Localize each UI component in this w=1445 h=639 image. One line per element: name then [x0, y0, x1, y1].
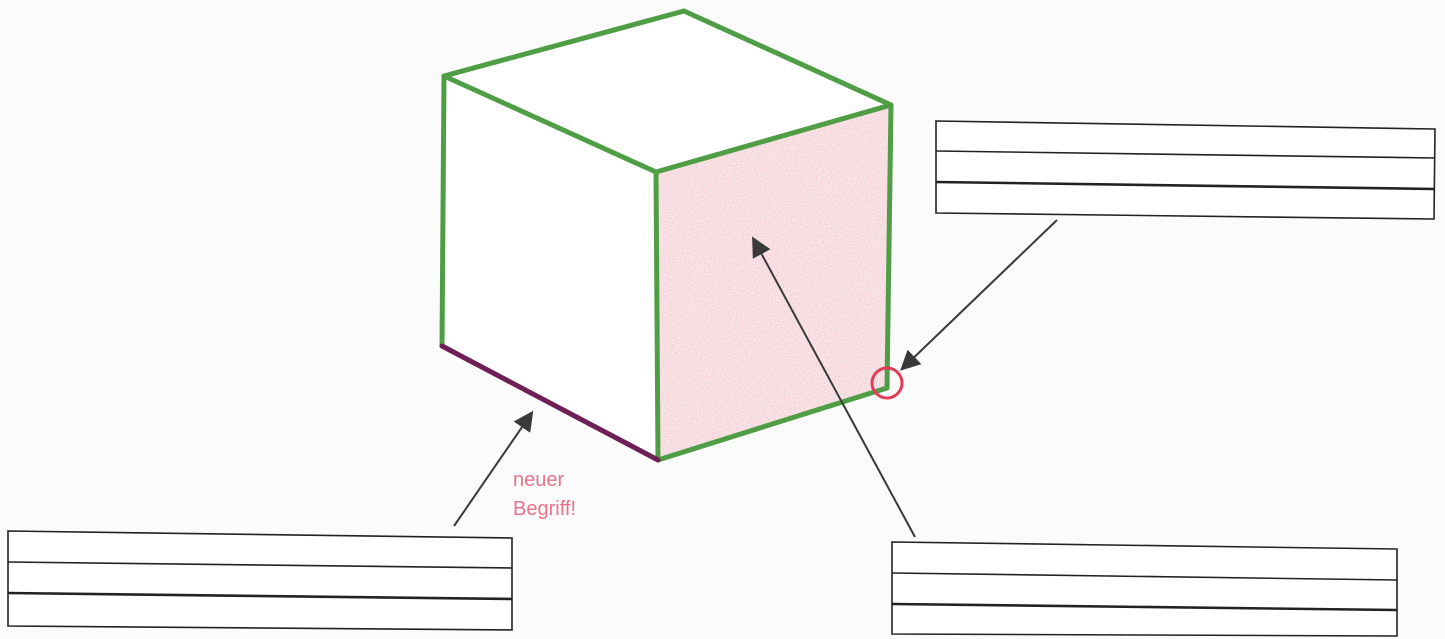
cube-edge-bottom-right: [655, 385, 890, 463]
answer-box-top-right: [935, 120, 1436, 220]
arrow-to-vertex: [900, 219, 1058, 371]
answer-line: [935, 180, 1436, 191]
answer-line: [7, 591, 513, 601]
arrows: [453, 219, 1058, 538]
cube-edge-top-front-left: [441, 73, 659, 175]
answer-line: [891, 572, 1398, 581]
arrow-to-face: [752, 236, 916, 538]
answer-line: [935, 150, 1436, 159]
new-term-note-line-1: neuer: [513, 469, 565, 491]
cube-edge-left-vertical: [439, 73, 447, 349]
answer-box-bottom-left: [7, 530, 513, 631]
answer-box-bottom-right: [891, 541, 1398, 637]
cube-right-face-shaded: [656, 105, 891, 460]
cube-edge-top-back-left: [441, 8, 687, 79]
cube-top-face: [444, 11, 891, 172]
cube-edges: [439, 8, 894, 463]
highlighted-edge: [439, 343, 661, 463]
cube-edge-front-vertical: [653, 169, 661, 463]
vertex-circle: [870, 366, 904, 400]
arrow-to-edge: [453, 410, 534, 527]
cube-edge-top-front-right: [653, 102, 894, 175]
new-term-note: neuer Begriff!: [513, 466, 623, 524]
cube-edge-top-back-right: [681, 8, 894, 108]
cube-edge-right-vertical: [884, 102, 894, 391]
cube-left-face: [442, 76, 658, 460]
answer-line: [7, 561, 513, 569]
new-term-note-line-2: Begriff!: [513, 498, 576, 520]
answer-line: [891, 602, 1398, 612]
